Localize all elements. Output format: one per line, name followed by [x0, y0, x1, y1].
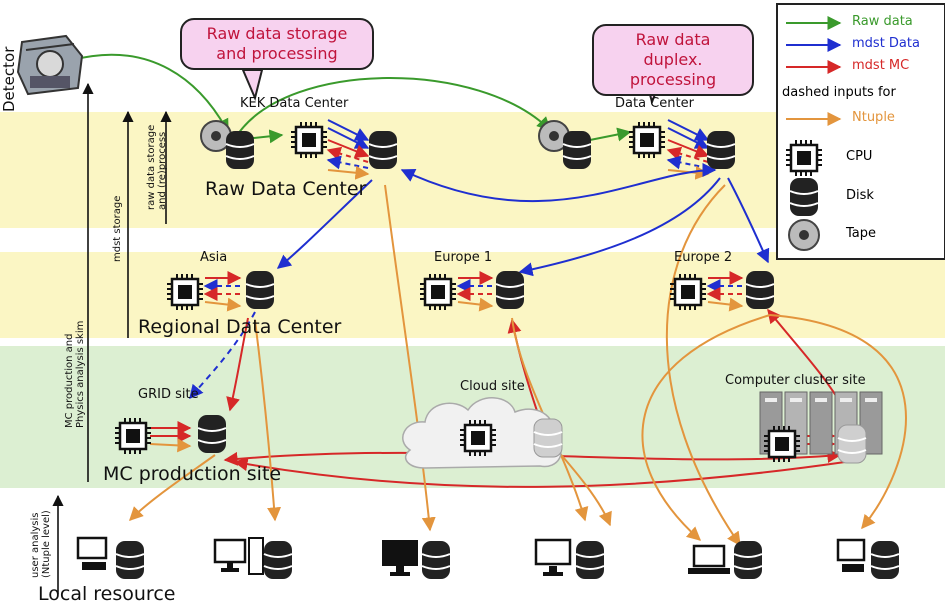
user-analysis-side-label: user analysis (Ntuple level) [30, 510, 52, 578]
regional-data-center-title: Regional Data Center [138, 316, 342, 338]
mdst-storage-side-label: mdst storage [112, 196, 123, 262]
disk-icon [245, 270, 275, 310]
mc-production-title: MC production site [103, 463, 282, 485]
cpu-icon [165, 272, 205, 312]
disk-icon [706, 130, 736, 170]
detector-label: Detector [0, 46, 18, 112]
cpu-icon [627, 120, 667, 160]
disk-icon [115, 540, 145, 580]
local-resource-title: Local resource [38, 583, 176, 605]
europe2-label: Europe 2 [674, 250, 733, 265]
side-level-arrows [52, 82, 172, 594]
legend: Raw data mdst Data mdst MC dashed inputs… [776, 3, 945, 260]
mc-prod-side-label: MC production and Physics analysis skim [64, 321, 86, 428]
monitor-icon [382, 540, 418, 576]
disk-icon [562, 130, 592, 170]
raw-data-center-title: Raw Data Center [205, 178, 367, 200]
side-line: Physics analysis skim [75, 320, 86, 428]
side-line: MC production and [64, 333, 75, 428]
raw-storage-bubble: Raw data storage and processing [180, 18, 374, 70]
cpu-icon [418, 272, 458, 312]
kek-label: KEK Data Center [240, 96, 349, 111]
monitor-icon [534, 538, 572, 576]
disk-icon [197, 414, 227, 454]
europe1-label: Europe 1 [434, 250, 493, 265]
disk-icon [421, 540, 451, 580]
desktop-icon [836, 538, 866, 572]
side-line: mdst storage [112, 195, 123, 262]
laptop-icon [688, 544, 730, 574]
disk-icon [745, 270, 775, 310]
raw-storage-side-label: raw data storage and (re)process [146, 125, 168, 210]
bubble-line: processing [629, 70, 717, 89]
disk-icon [368, 130, 398, 170]
disk-icon [733, 540, 763, 580]
legend-tape: Tape [846, 226, 877, 241]
disk-icon [789, 177, 819, 217]
mdst-data-distribution [189, 163, 770, 400]
cpu-disk-flows [149, 119, 836, 453]
legend-symbols [784, 16, 842, 251]
disk-icon [837, 424, 867, 464]
legend-cpu: CPU [846, 149, 873, 164]
bubble-line: and processing [216, 44, 338, 63]
raw-duplex-bubble: Raw data duplex. processing [592, 24, 754, 96]
data-center-label: Data Center [615, 96, 694, 111]
side-line: and (re)process [157, 131, 168, 210]
detector-icon [16, 34, 84, 96]
disk-icon [575, 540, 605, 580]
cpu-icon [113, 416, 153, 456]
cpu-icon [762, 424, 802, 464]
disk-icon [495, 270, 525, 310]
cluster-site-label: Computer cluster site [725, 373, 866, 388]
side-line: (Ntuple level) [41, 510, 52, 578]
asia-label: Asia [200, 250, 228, 265]
bubble-tail [241, 69, 264, 102]
cpu-icon [784, 138, 824, 178]
desktop-icon [76, 536, 108, 570]
legend-mdst-mc: mdst MC [852, 58, 910, 73]
cpu-icon [289, 120, 329, 160]
legend-raw: Raw data [852, 14, 913, 29]
tape-icon [788, 219, 820, 251]
cloud-site-label: Cloud site [460, 379, 525, 394]
legend-disk: Disk [846, 188, 874, 203]
disk-icon [225, 130, 255, 170]
side-line: raw data storage [146, 124, 157, 210]
legend-mdst-data: mdst Data [852, 36, 920, 51]
cpu-icon [458, 418, 498, 458]
legend-ntuple: Ntuple [852, 110, 895, 125]
bubble-line: Raw data storage [206, 24, 348, 43]
cpu-icon [668, 272, 708, 312]
disk-icon [263, 540, 293, 580]
side-line: user analysis [30, 512, 41, 578]
disk-icon [533, 418, 563, 458]
disk-icon [870, 540, 900, 580]
bubble-line: Raw data duplex. [635, 30, 711, 69]
grid-site-label: GRID site [138, 387, 199, 402]
legend-dashed: dashed inputs for [782, 85, 896, 100]
desktop-icon [213, 537, 264, 575]
